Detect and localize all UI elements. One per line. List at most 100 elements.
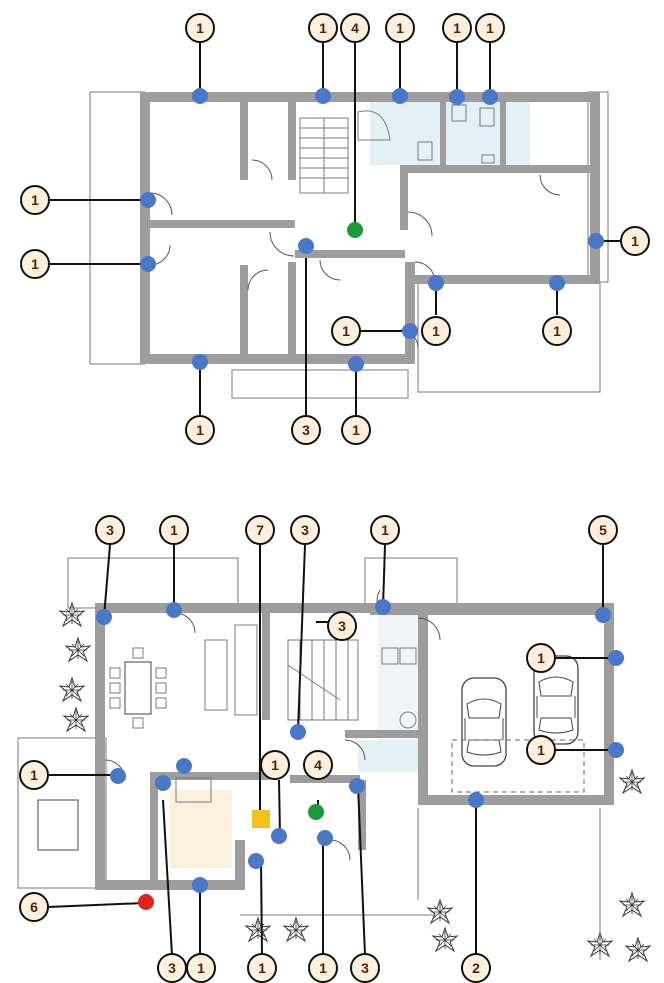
svg-text:1: 1 [537, 650, 545, 666]
plant-icon [63, 707, 89, 732]
toilet [417, 141, 433, 161]
socket-marker [588, 233, 604, 249]
toilet [451, 104, 467, 122]
wall [240, 265, 248, 355]
wall [235, 840, 245, 890]
callout-19: 3 [290, 515, 320, 545]
socket-marker [482, 89, 498, 105]
callout-10: 1 [331, 316, 361, 346]
plant-icon [619, 769, 645, 794]
socket-marker [166, 602, 182, 618]
leader-lines [47, 30, 620, 956]
wall [150, 772, 158, 880]
callout-21: 5 [588, 515, 618, 545]
svg-text:1: 1 [537, 742, 545, 758]
socket-marker [402, 323, 418, 339]
callout-7: 1 [20, 185, 50, 215]
svg-text:3: 3 [338, 618, 346, 634]
svg-text:7: 7 [256, 522, 264, 538]
svg-text:1: 1 [31, 192, 39, 208]
plant-icon [245, 917, 271, 942]
svg-text:1: 1 [258, 960, 266, 976]
plant-icon [619, 892, 645, 917]
wall [604, 603, 614, 803]
svg-text:1: 1 [486, 20, 494, 36]
wall [140, 92, 150, 364]
gas-marker [308, 804, 324, 820]
wall [150, 772, 270, 780]
gas-marker [347, 222, 363, 238]
ground-floor-plan [17, 557, 651, 962]
callout-20: 1 [370, 515, 400, 545]
callout-13: 1 [185, 415, 215, 445]
svg-text:1: 1 [197, 960, 205, 976]
kitchen-area [170, 790, 232, 868]
upper-floor-plan [89, 91, 609, 399]
callout-1: 1 [185, 13, 215, 43]
wall [418, 795, 614, 805]
callout-33: 3 [350, 953, 380, 983]
wall [95, 880, 245, 890]
toilet [479, 107, 495, 127]
callout-8: 1 [20, 249, 50, 279]
sink [481, 154, 495, 164]
plant-icon [625, 937, 651, 962]
svg-text:6: 6 [30, 899, 38, 915]
plant-icon [59, 602, 85, 627]
markers [96, 88, 624, 910]
wall [95, 603, 370, 613]
wall [150, 220, 295, 228]
svg-text:1: 1 [319, 960, 327, 976]
svg-text:1: 1 [396, 20, 404, 36]
wall [370, 603, 610, 615]
callout-23: 1 [526, 643, 556, 673]
callout-24: 1 [526, 735, 556, 765]
balcony-outline [89, 91, 146, 365]
wall [140, 92, 600, 102]
callout-12: 1 [542, 316, 572, 346]
svg-text:1: 1 [30, 767, 38, 783]
callout-32: 1 [308, 953, 338, 983]
socket-marker [349, 778, 365, 794]
dining-table [124, 661, 152, 715]
socket-marker [96, 609, 112, 625]
socket-marker [392, 88, 408, 104]
callout-4: 1 [385, 13, 415, 43]
svg-text:4: 4 [351, 20, 359, 36]
wc-area [358, 740, 418, 772]
callout-18: 7 [245, 515, 275, 545]
plant-icon [59, 677, 85, 702]
socket-marker [298, 238, 314, 254]
callout-27: 1 [260, 750, 290, 780]
svg-text:2: 2 [472, 960, 480, 976]
socket-marker [317, 830, 333, 846]
socket-marker [192, 88, 208, 104]
utility-area [378, 612, 418, 762]
sofa [204, 639, 228, 711]
svg-text:1: 1 [553, 323, 561, 339]
wall [358, 780, 366, 850]
socket-marker [176, 758, 192, 774]
socket-marker [155, 775, 171, 791]
socket-marker [348, 356, 364, 372]
plant-icon [427, 899, 453, 924]
socket-marker [110, 768, 126, 784]
plant-icon [587, 932, 613, 957]
plant-icon [283, 917, 309, 942]
callout-2: 4 [340, 13, 370, 43]
svg-text:3: 3 [106, 522, 114, 538]
wall [440, 100, 446, 165]
socket-marker [192, 877, 208, 893]
wall [290, 775, 360, 783]
terrace-table [37, 799, 79, 851]
wall [240, 100, 248, 180]
socket-marker [375, 599, 391, 615]
terrace-outline [17, 737, 107, 889]
svg-text:3: 3 [301, 522, 309, 538]
car-icon [461, 677, 507, 767]
wall [590, 92, 600, 282]
socket-marker [140, 256, 156, 272]
socket-marker [140, 192, 156, 208]
bathtub [357, 110, 391, 141]
